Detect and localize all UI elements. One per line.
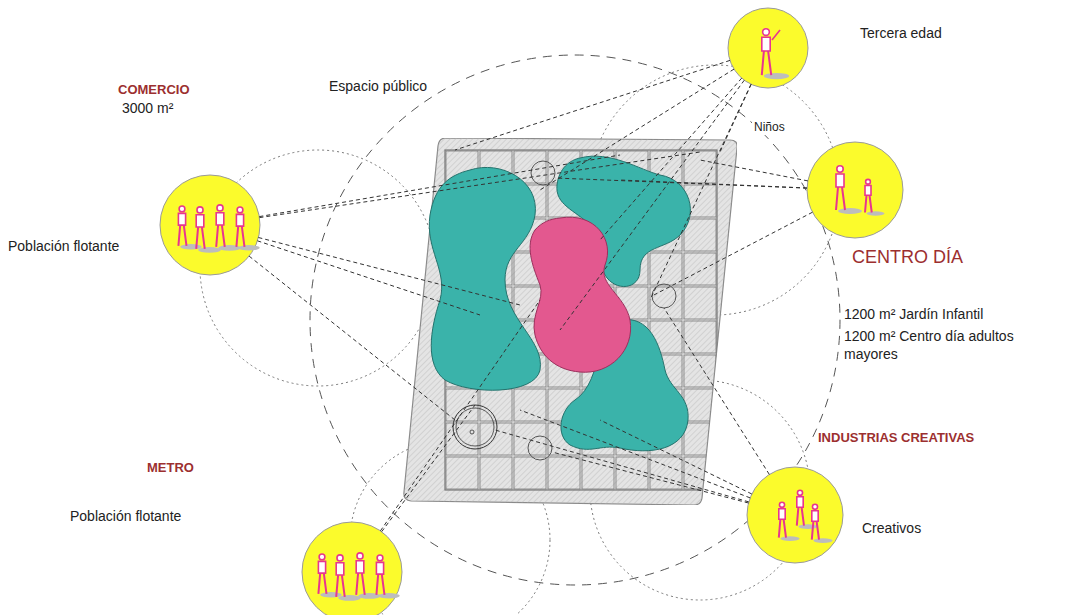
annotation-label: METRO: [147, 460, 194, 476]
park-plan: Espacio público: [403, 138, 737, 505]
user-circle: Creativos: [745, 465, 845, 565]
circle-outline: [158, 173, 262, 277]
annotation-label: COMERCIO: [118, 82, 190, 98]
sight-line: [249, 152, 700, 420]
circle-outline: [805, 140, 905, 240]
sight-line: [380, 300, 540, 532]
user-circle: Población flotante: [158, 173, 262, 277]
node-label: Población flotante: [70, 508, 181, 526]
node-label: Niños: [752, 120, 787, 135]
sight-line: [555, 160, 813, 296]
annotation-label: 1200 m² Centro día adultos mayores: [844, 328, 1049, 363]
annotation-label: CENTRO DÍA: [852, 246, 963, 269]
park-outline: [403, 138, 737, 505]
user-circle: Población flotante: [300, 520, 404, 615]
node-label: Población flotante: [8, 238, 119, 256]
annotation-label: 1200 m² Jardín Infantil: [844, 306, 1049, 324]
circle-outline: [745, 465, 845, 565]
node-label: Espacio público: [327, 78, 429, 96]
sight-line: [495, 308, 769, 503]
circle-outline: [726, 6, 810, 90]
annotation-label: INDUSTRIAS CREATIVAS: [818, 430, 974, 446]
user-circle: Tercera edad: [726, 6, 810, 90]
sight-line: [455, 60, 751, 330]
annotation-label: 3000 m²: [122, 100, 173, 118]
user-circle: Niños: [805, 140, 905, 240]
node-label: Tercera edad: [860, 25, 942, 43]
node-label: Creativos: [862, 520, 921, 538]
circle-outline: [300, 520, 404, 615]
